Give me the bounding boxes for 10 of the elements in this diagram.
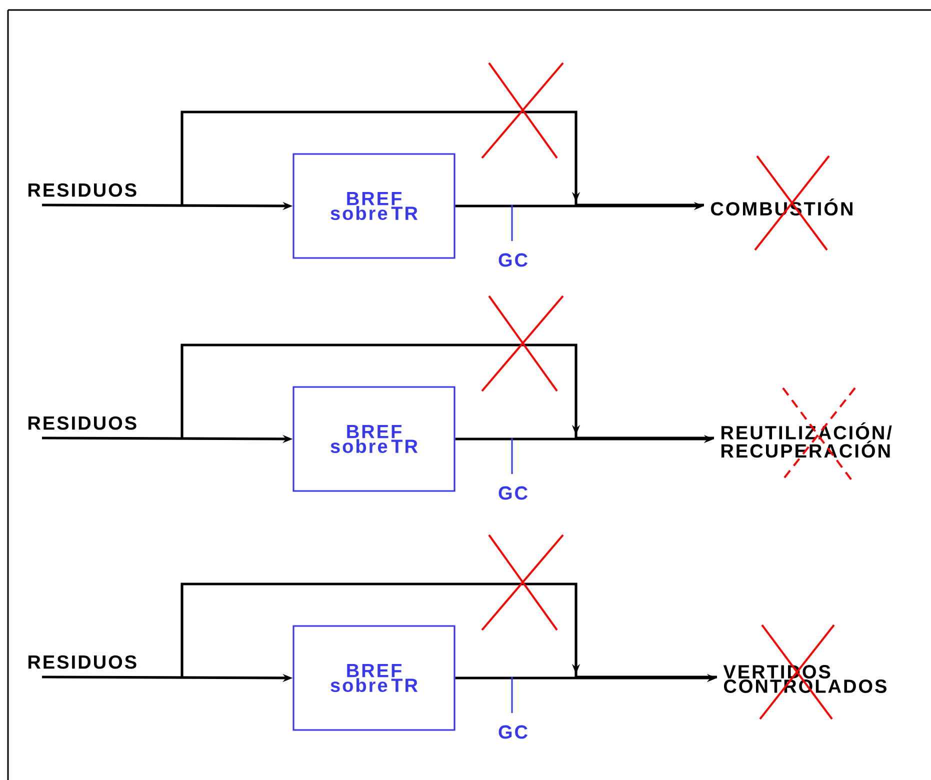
sample-label: GC xyxy=(498,725,528,739)
process-box: BREF sobre TR xyxy=(292,625,456,731)
sample-label: GC xyxy=(498,486,528,500)
input-label: RESIDUOS xyxy=(28,183,136,197)
process-box: BREF sobre TR xyxy=(292,153,456,259)
input-label: RESIDUOS xyxy=(28,416,136,430)
process-box: BREF sobre TR xyxy=(292,386,456,492)
output-label: REUTILIZACIÓN/ RECUPERACIÓN xyxy=(721,422,892,458)
sample-label: GC xyxy=(498,253,528,267)
input-label: RESIDUOS xyxy=(28,655,136,669)
